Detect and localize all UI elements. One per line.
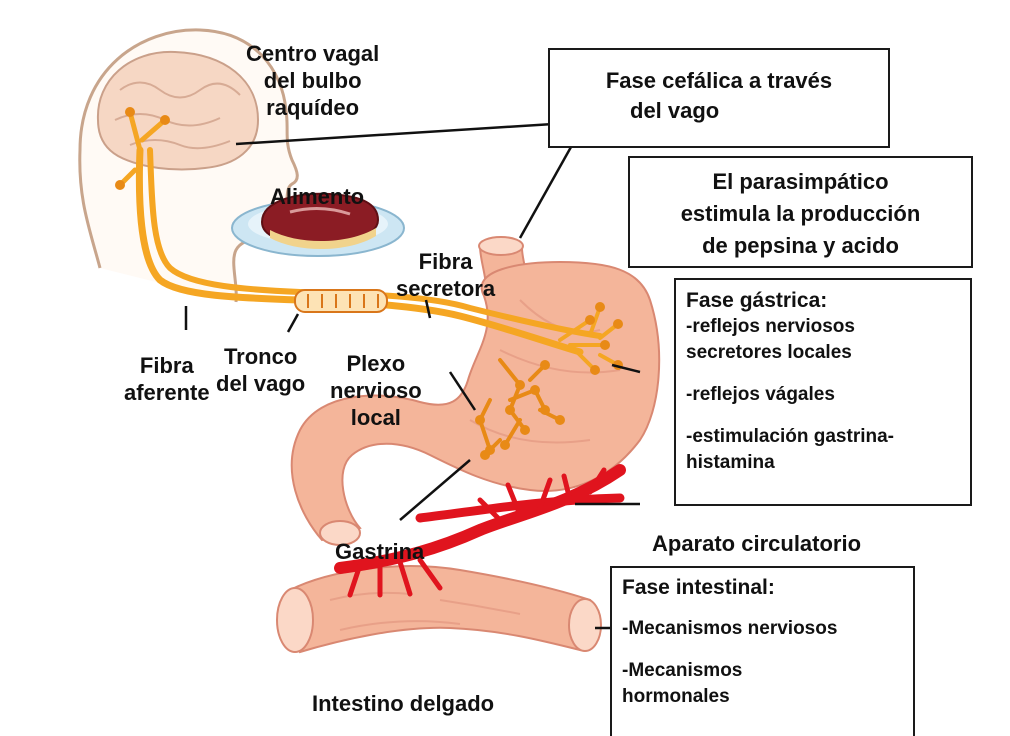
box-fase-gastrica: Fase gástrica: -reflejos nerviosos secre…: [674, 278, 972, 506]
label-fibra-aferente: Fibra aferente: [124, 352, 210, 406]
label-gastrina: Gastrina: [335, 538, 424, 565]
small-intestine: [290, 566, 590, 652]
brain: [98, 52, 258, 170]
box-parasimpatico: El parasimpático estimula la producción …: [628, 156, 973, 268]
label-alimento: Alimento: [270, 183, 364, 210]
vagus-trunk: [295, 290, 387, 312]
label-fibra-secretora: Fibra secretora: [396, 248, 495, 302]
label-tronco-vago: Tronco del vago: [216, 343, 305, 397]
label-aparato-circulatorio: Aparato circulatorio: [652, 530, 861, 557]
label-plexo-nervioso: Plexo nervioso local: [330, 350, 422, 431]
box-fase-cefalica: Fase cefálica a través del vago: [548, 48, 890, 148]
box-fase-intestinal: Fase intestinal: -Mecanismos nerviosos -…: [610, 566, 915, 736]
label-intestino-delgado: Intestino delgado: [312, 690, 494, 717]
label-centro-vagal: Centro vagal del bulbo raquídeo: [246, 40, 379, 121]
